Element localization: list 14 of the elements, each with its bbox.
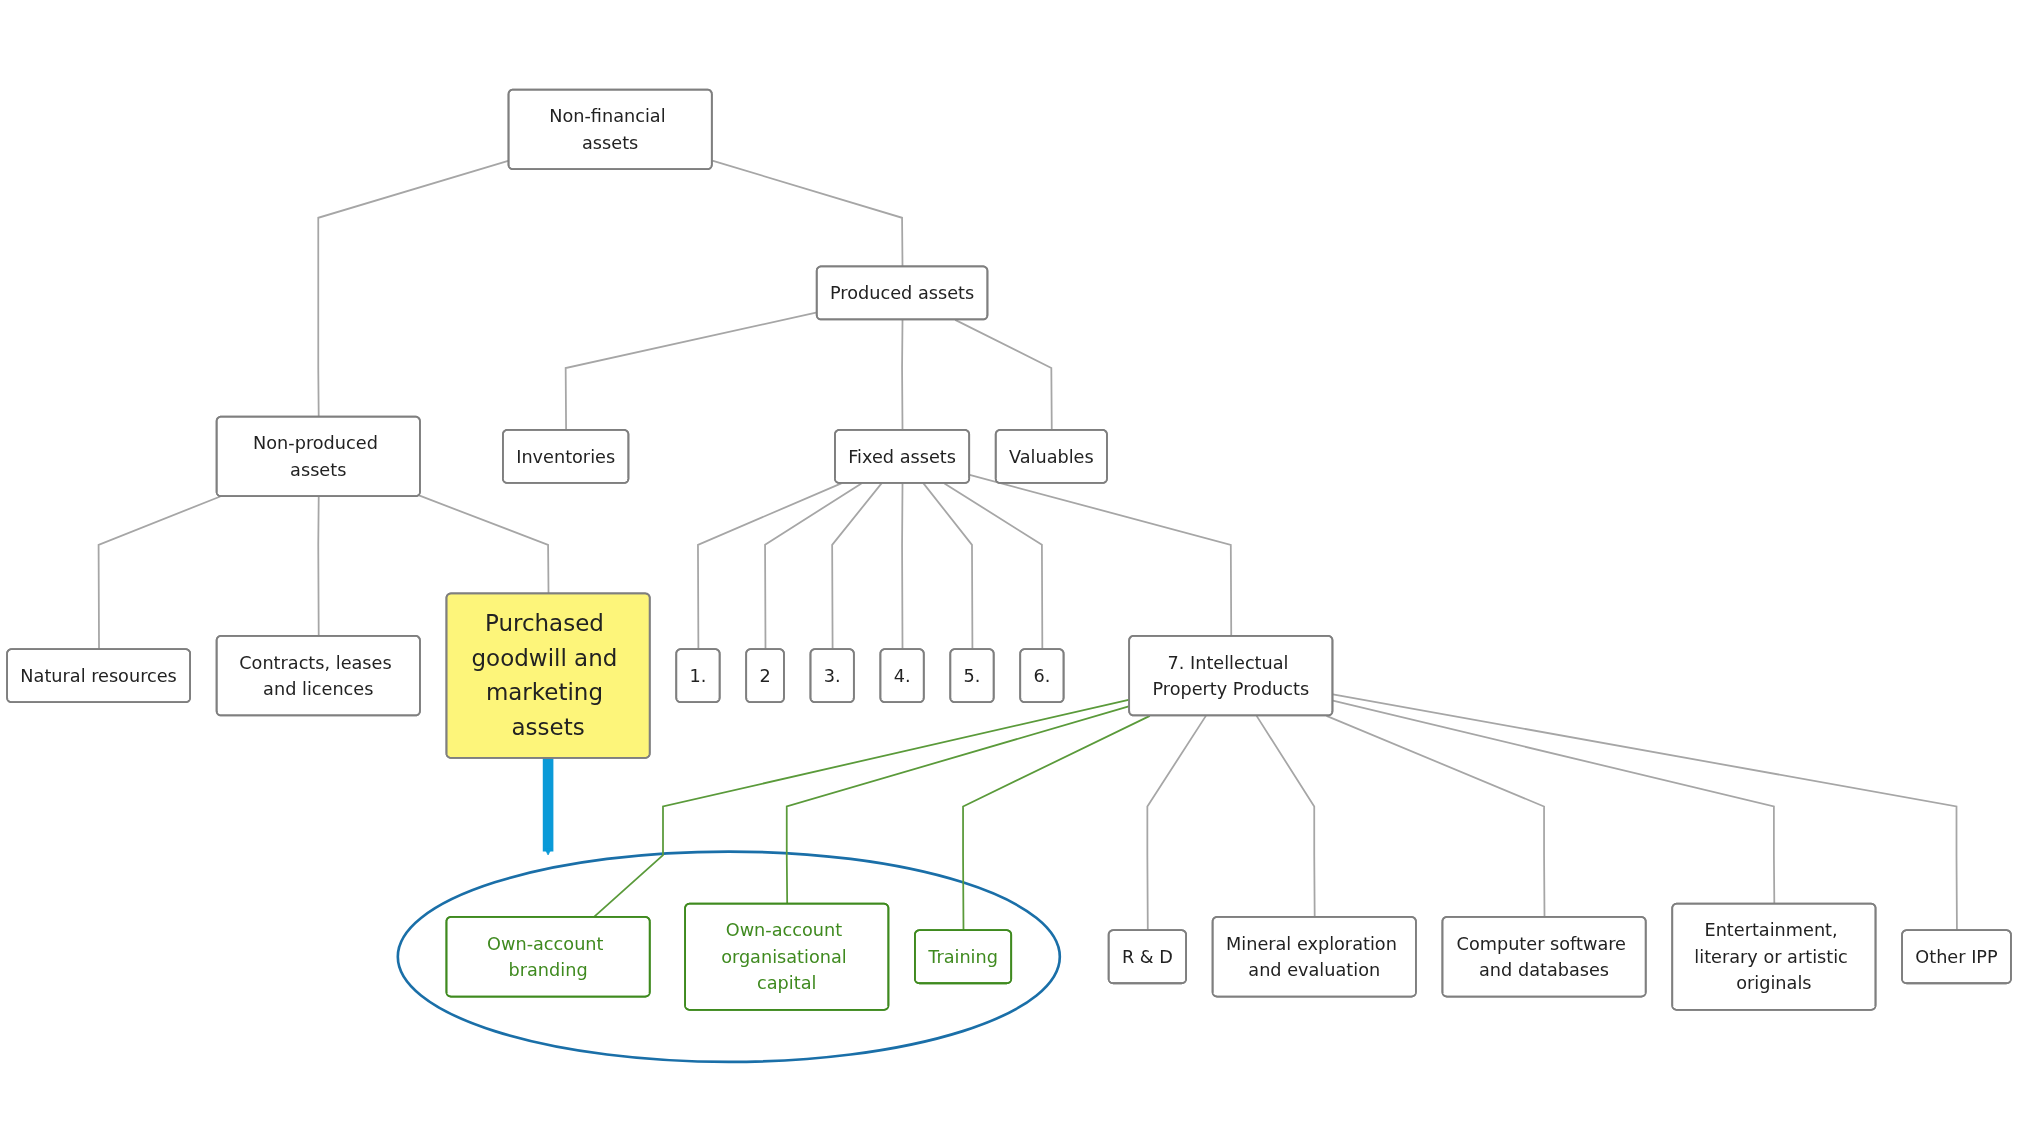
connector (831, 482, 883, 651)
cluster (396, 850, 1062, 1064)
connector (97, 495, 222, 651)
connector (1332, 693, 1958, 932)
connector (962, 715, 1151, 932)
connector (901, 482, 904, 651)
connector (418, 494, 550, 595)
arrow (542, 757, 554, 856)
connector (1146, 715, 1207, 932)
connector (711, 159, 904, 268)
connector (922, 482, 974, 651)
connector (943, 482, 1044, 651)
connector (764, 482, 863, 651)
connector (697, 482, 843, 651)
